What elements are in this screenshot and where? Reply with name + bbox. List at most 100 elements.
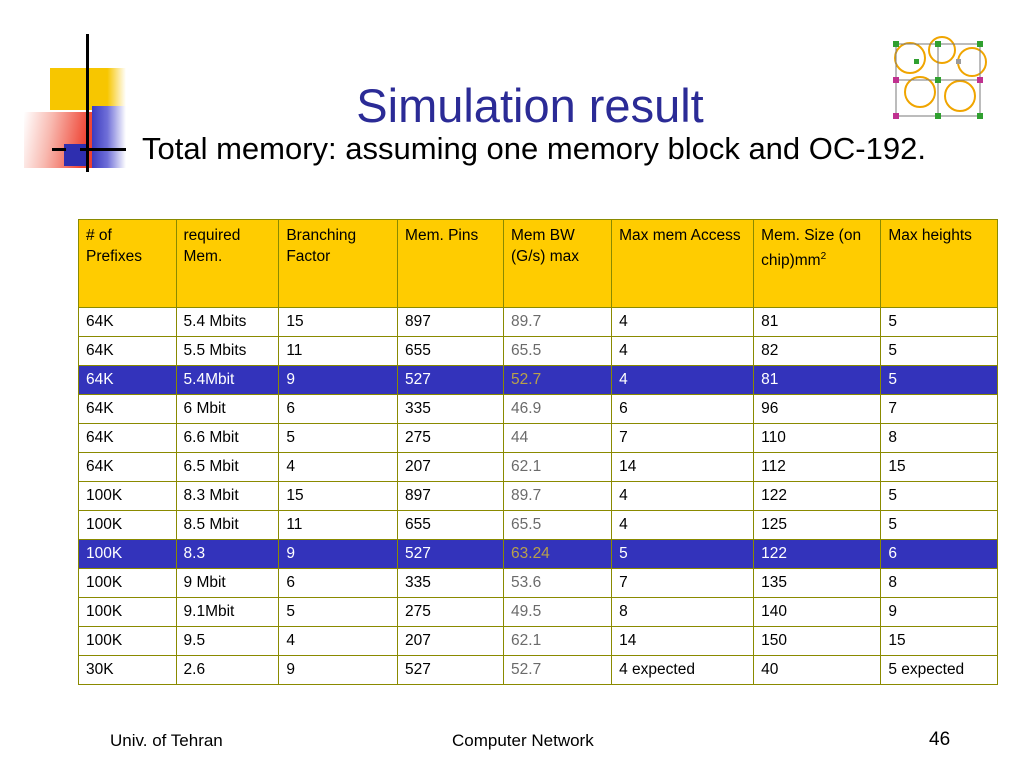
- page-number: 46: [929, 729, 951, 750]
- table-cell: 62.1: [503, 452, 613, 482]
- table-cell: 4: [611, 336, 755, 366]
- footer-institution: Univ. of Tehran: [110, 731, 223, 750]
- table-cell: 5: [880, 510, 998, 540]
- table-cell: 100K: [78, 539, 177, 569]
- table-cell: 5.4 Mbits: [175, 307, 280, 337]
- table-cell: 100K: [78, 626, 177, 656]
- table-cell: 335: [397, 568, 505, 598]
- table-cell: 96: [753, 394, 882, 424]
- table-cell: 125: [753, 510, 882, 540]
- table-cell: 140: [753, 597, 882, 627]
- table-cell: 8.3: [175, 539, 280, 569]
- table-cell: 5: [880, 481, 998, 511]
- table-column-header: Mem. Size (on chip)mm2: [753, 219, 882, 308]
- table-cell: 64K: [78, 336, 177, 366]
- table-cell: 14: [611, 452, 755, 482]
- table-cell: 6: [880, 539, 998, 569]
- bullet-square-icon: [66, 148, 80, 162]
- table-cell: 207: [397, 626, 505, 656]
- table-cell: 150: [753, 626, 882, 656]
- table-cell: 44: [503, 423, 613, 453]
- table-cell: 11: [278, 336, 399, 366]
- logo-blue-gradient-shape: [92, 106, 126, 168]
- table-cell: 53.6: [503, 568, 613, 598]
- footer-course: Computer Network: [452, 731, 594, 750]
- table-cell: 64K: [78, 365, 177, 395]
- table-cell: 81: [753, 307, 882, 337]
- table-cell: 122: [753, 539, 882, 569]
- table-cell: 207: [397, 452, 505, 482]
- table-cell: 8.5 Mbit: [175, 510, 280, 540]
- table-cell: 4: [611, 510, 755, 540]
- table-cell: 4: [278, 626, 399, 656]
- table-cell: 9: [278, 655, 399, 685]
- table-cell: 30K: [78, 655, 177, 685]
- table-column-header: Max heights: [880, 219, 998, 308]
- table-cell: 15: [880, 626, 998, 656]
- table-cell: 4 expected: [611, 655, 755, 685]
- table-cell: 4: [278, 452, 399, 482]
- table-cell: 15: [880, 452, 998, 482]
- table-cell: 5: [880, 336, 998, 366]
- table-cell: 62.1: [503, 626, 613, 656]
- table-cell: 82: [753, 336, 882, 366]
- table-cell: 9: [278, 539, 399, 569]
- table-cell: 64K: [78, 394, 177, 424]
- table-cell: 63.24: [503, 539, 613, 569]
- table-cell: 6: [611, 394, 755, 424]
- table-cell: 2.6: [175, 655, 280, 685]
- table-cell: 9: [880, 597, 998, 627]
- logo-yellow-square: [50, 68, 92, 110]
- table-cell: 6: [278, 568, 399, 598]
- table-cell: 46.9: [503, 394, 613, 424]
- table-cell: 5: [278, 597, 399, 627]
- table-cell: 100K: [78, 568, 177, 598]
- table-cell: 8: [611, 597, 755, 627]
- table-column-header: Branching Factor: [278, 219, 399, 308]
- table-cell: 89.7: [503, 307, 613, 337]
- table-cell: 9 Mbit: [175, 568, 280, 598]
- table-cell: 8: [880, 568, 998, 598]
- table-cell: 527: [397, 655, 505, 685]
- table-cell: 275: [397, 597, 505, 627]
- table-cell: 8.3 Mbit: [175, 481, 280, 511]
- table-cell: 122: [753, 481, 882, 511]
- table-cell: 5: [880, 307, 998, 337]
- table-cell: 655: [397, 336, 505, 366]
- bullet-line: Total memory: assuming one memory block …: [66, 130, 1016, 168]
- table-cell: 5: [611, 539, 755, 569]
- table-cell: 14: [611, 626, 755, 656]
- table-cell: 4: [611, 481, 755, 511]
- table-cell: 11: [278, 510, 399, 540]
- logo-vertical-rule: [86, 34, 89, 172]
- page-title: Simulation result: [356, 79, 704, 132]
- table-column-header: Max mem Access: [611, 219, 755, 308]
- table-cell: 6.5 Mbit: [175, 452, 280, 482]
- table-cell: 49.5: [503, 597, 613, 627]
- table-cell: 5: [880, 365, 998, 395]
- table-cell: 527: [397, 365, 505, 395]
- network-diagram-icon: [893, 36, 987, 119]
- table-cell: 897: [397, 481, 505, 511]
- table-column-header: Mem. Pins: [397, 219, 505, 308]
- table-cell: 52.7: [503, 365, 613, 395]
- table-cell: 6: [278, 394, 399, 424]
- table-cell: 9.5: [175, 626, 280, 656]
- table-cell: 897: [397, 307, 505, 337]
- table-column-header: Mem BW (G/s) max: [503, 219, 613, 308]
- table-cell: 7: [611, 423, 755, 453]
- table-cell: 40: [753, 655, 882, 685]
- table-cell: 89.7: [503, 481, 613, 511]
- table-cell: 5.5 Mbits: [175, 336, 280, 366]
